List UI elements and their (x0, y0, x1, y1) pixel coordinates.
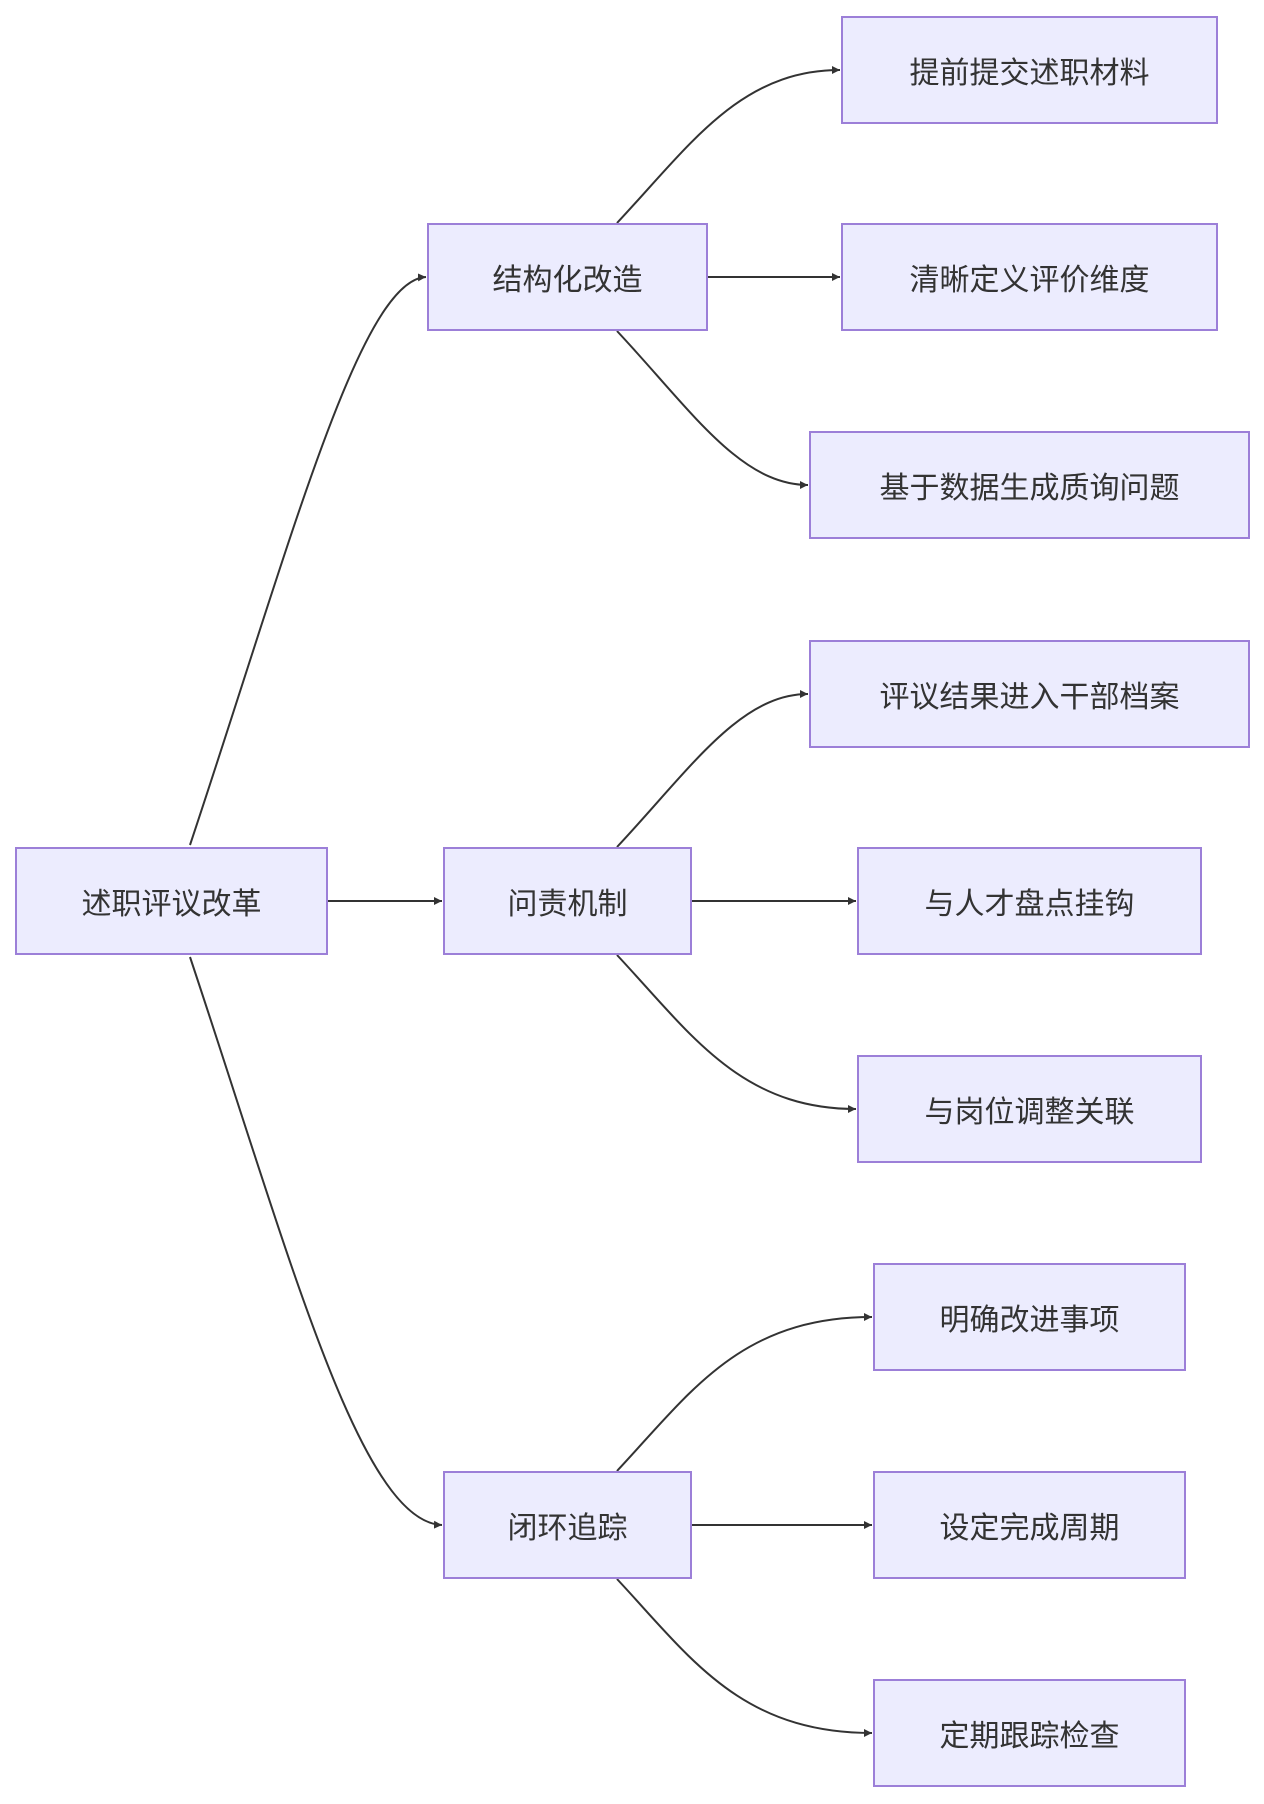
leaf-node-talent-review: 与人才盘点挂钩 (857, 847, 1202, 955)
edge-branch-1-to-child-0 (616, 690, 809, 848)
branch-node-accountability: 问责机制 (443, 847, 692, 955)
leaf-node-data-questions: 基于数据生成质询问题 (809, 431, 1250, 539)
leaf-node-submit-materials: 提前提交述职材料 (841, 16, 1218, 124)
edge-root-to-branch-2 (189, 956, 443, 1529)
edge-branch-0-to-child-2 (616, 330, 809, 489)
edge-branch-2-to-child-2 (616, 1578, 873, 1737)
leaf-node-periodic-check: 定期跟踪检查 (873, 1679, 1186, 1787)
leaf-node-improvement-items: 明确改进事项 (873, 1263, 1186, 1371)
edge-branch-0-to-child-0 (616, 66, 841, 224)
edge-branch-1-to-child-2 (616, 954, 857, 1113)
root-node: 述职评议改革 (15, 847, 328, 955)
leaf-node-cadre-archive: 评议结果进入干部档案 (809, 640, 1250, 748)
branch-node-closed-loop: 闭环追踪 (443, 1471, 692, 1579)
leaf-node-completion-cycle: 设定完成周期 (873, 1471, 1186, 1579)
branch-node-structural-reform: 结构化改造 (427, 223, 708, 331)
edge-root-to-branch-0 (189, 273, 427, 846)
leaf-node-position-adjust: 与岗位调整关联 (857, 1055, 1202, 1163)
leaf-node-define-dimensions: 清晰定义评价维度 (841, 223, 1218, 331)
edge-branch-2-to-child-0 (616, 1313, 873, 1472)
